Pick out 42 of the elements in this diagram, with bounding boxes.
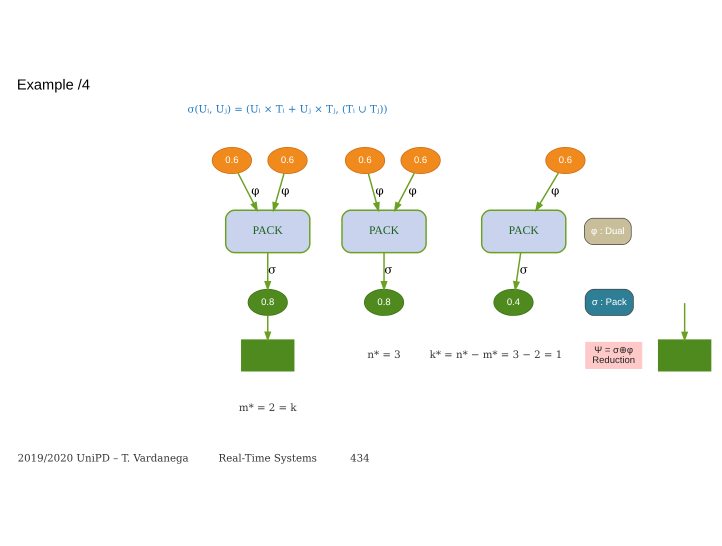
arrow [264, 315, 272, 342]
node-ellipse: 0.8 [364, 288, 404, 316]
node-box [241, 338, 294, 371]
edge-label: σ [520, 262, 528, 276]
arrow [534, 172, 559, 212]
arrow [238, 172, 258, 212]
node-ellipse: 0.8 [248, 288, 288, 316]
node-ellipse: 0.4 [493, 288, 534, 316]
node-ellipse: 0.6 [400, 146, 441, 174]
label: m* = 2 = k [238, 402, 297, 414]
node-box: PACK [224, 209, 311, 253]
node-box: φ : Dual [584, 217, 632, 244]
label: k* = n* − m* = 3 − 2 = 1 [430, 350, 562, 361]
edge-label: σ [384, 262, 392, 276]
edge-label: φ [376, 183, 384, 198]
label: 2019/2020 UniPD – T. Vardanega [18, 453, 189, 464]
edge-label: φ [251, 183, 260, 198]
label: Real-Time Systems [218, 453, 317, 464]
arrow [368, 172, 380, 212]
diagram-title: Example /4 [16, 77, 90, 94]
node-box: Ψ = σ⊕φ Reduction [585, 341, 642, 368]
edge-label: φ [408, 183, 417, 198]
label: n* = 3 [367, 350, 401, 361]
node-box [658, 338, 712, 371]
arrow [681, 302, 688, 342]
arrow [264, 252, 272, 291]
node-ellipse: 0.6 [212, 146, 252, 174]
arrow [272, 172, 285, 212]
node-ellipse: 0.6 [344, 146, 386, 174]
edge-label: σ [268, 262, 276, 276]
edge-label: φ [551, 183, 560, 198]
node-ellipse: 0.6 [545, 146, 586, 174]
label: σ(Uᵢ, Uⱼ) = (Uᵢ × Tᵢ + Uⱼ × Tⱼ, (Tᵢ ∪ Tⱼ)) [188, 104, 388, 116]
node-box: PACK [341, 209, 427, 253]
arrow [380, 252, 388, 291]
node-box: PACK [480, 209, 567, 253]
arrow [394, 172, 416, 212]
label: 434 [350, 453, 370, 464]
node-ellipse: 0.6 [267, 146, 308, 174]
edge-label: φ [281, 183, 290, 198]
arrow [512, 252, 522, 291]
node-box: σ : Pack [584, 288, 634, 316]
